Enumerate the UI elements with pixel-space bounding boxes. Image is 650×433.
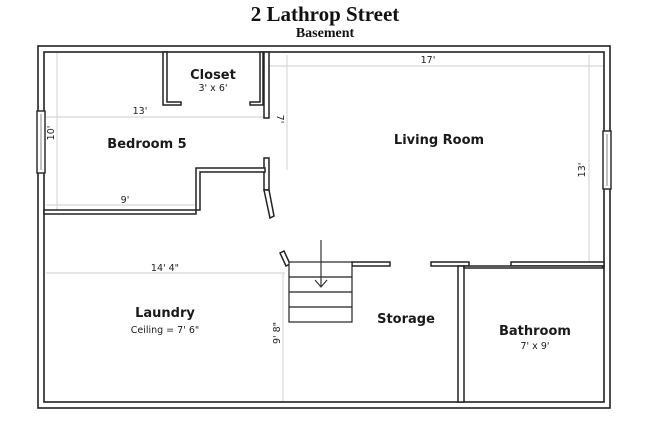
storage-label: Storage — [377, 312, 435, 327]
closet-size: 3' x 6' — [199, 83, 228, 94]
plan-title: 2 Lathrop Street — [250, 2, 400, 26]
bathroom-label: Bathroom — [499, 324, 571, 339]
bathroom-size: 7' x 9' — [521, 341, 550, 352]
window-right — [602, 130, 612, 190]
living-room-label: Living Room — [394, 133, 484, 148]
closet-label: Closet — [190, 68, 236, 83]
window-left — [36, 110, 46, 174]
laundry-label: Laundry — [135, 306, 195, 321]
bedroom-dim-bottom: 9' — [121, 195, 130, 206]
living-dim-side: 13' — [577, 163, 588, 178]
living-dim-left: 7' — [274, 115, 285, 124]
bedroom-dim-side: 10' — [46, 126, 57, 141]
dimension-lines — [46, 52, 604, 402]
living-dim-top: 17' — [421, 55, 436, 66]
exterior-walls — [37, 45, 611, 409]
plan-subtitle: Basement — [295, 26, 355, 41]
stair-direction-arrow-icon — [314, 240, 328, 288]
bedroom-label: Bedroom 5 — [107, 137, 186, 152]
laundry-dim-top: 14' 4" — [151, 263, 179, 274]
interior-walls — [43, 51, 605, 403]
bedroom-dim-top: 13' — [133, 106, 148, 117]
laundry-dim-side: 9' 8" — [272, 322, 283, 344]
laundry-ceiling-note: Ceiling = 7' 6" — [131, 325, 200, 336]
